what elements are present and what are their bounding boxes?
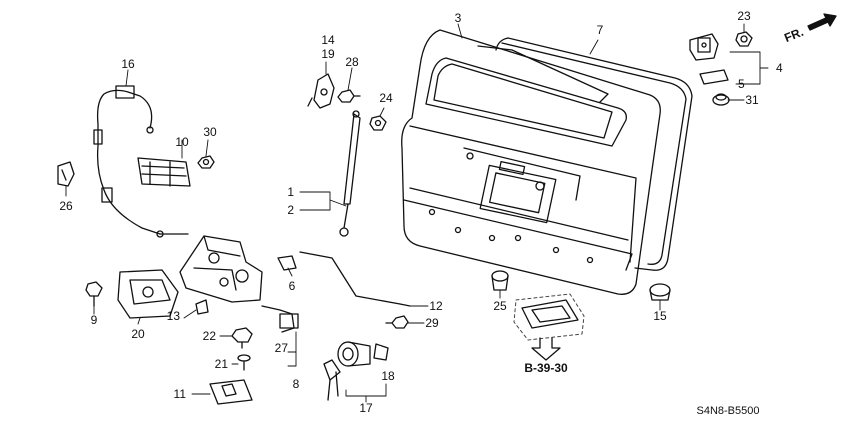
callout-31: 31 [745, 93, 759, 107]
tailgate-hinge [690, 34, 718, 60]
callout-25: 25 [493, 299, 507, 313]
release-rod [300, 252, 410, 306]
callout-10: 10 [175, 135, 189, 149]
reference-label: B-39-30 [524, 361, 568, 375]
callout-29: 29 [425, 316, 439, 330]
cylinder-clip-18 [374, 344, 388, 360]
socket-25 [492, 271, 508, 290]
callout-24: 24 [379, 91, 393, 105]
callout-16: 16 [121, 57, 135, 71]
release-cable [94, 86, 188, 237]
callout-27: 27 [275, 341, 289, 355]
callout-17: 17 [359, 401, 373, 415]
nut-30 [198, 156, 214, 168]
callout-9: 9 [91, 313, 98, 327]
callout-28: 28 [345, 55, 359, 69]
gas-strut [340, 111, 360, 236]
bolt-22 [232, 328, 252, 348]
tailgate-latch [180, 236, 262, 302]
callout-3: 3 [455, 11, 462, 25]
callout-6: 6 [289, 279, 296, 293]
latch-switch [262, 306, 298, 332]
hinge-nut-23 [736, 32, 752, 46]
front-direction-label: FR. [782, 25, 805, 45]
callout-13: 13 [167, 309, 181, 323]
open-handle [138, 158, 190, 186]
bolt-9 [86, 282, 102, 306]
screw-21 [238, 355, 250, 370]
striker [210, 380, 252, 404]
reference-arrow [531, 337, 561, 361]
bolt-29 [386, 316, 408, 328]
callout-14: 14 [321, 33, 335, 47]
callout-2: 2 [287, 203, 294, 217]
clip-13 [196, 300, 208, 314]
callout-5: 5 [738, 77, 745, 91]
license-lamp-assembly [514, 294, 584, 340]
leader-lines [65, 23, 769, 403]
rod-clip-6 [278, 256, 296, 270]
callout-1: 1 [287, 185, 294, 199]
license-light [650, 284, 670, 300]
callout-19: 19 [321, 47, 335, 61]
lock-cylinder [338, 342, 370, 366]
callout-8: 8 [293, 377, 300, 391]
tailgate-weatherstrip [496, 38, 692, 270]
callout-7: 7 [597, 23, 604, 37]
bolt-28 [338, 90, 360, 102]
diagram-code: S4N8-B5500 [697, 405, 760, 417]
callout-4: 4 [776, 61, 783, 75]
hinge-shim [700, 70, 728, 84]
callout-23: 23 [737, 9, 751, 23]
nut-24 [370, 116, 386, 130]
latch-cover [118, 270, 178, 318]
front-direction-arrow [807, 13, 837, 31]
grommet-31 [713, 94, 729, 105]
callout-26: 26 [59, 199, 73, 213]
strut-bracket [308, 74, 334, 108]
tailgate-panel [402, 30, 661, 294]
callout-15: 15 [653, 309, 667, 323]
callout-20: 20 [131, 327, 145, 341]
keys [324, 360, 340, 400]
callout-12: 12 [429, 299, 443, 313]
callout-18: 18 [381, 369, 395, 383]
callout-21: 21 [215, 357, 229, 371]
callout-22: 22 [203, 329, 217, 343]
callout-labels: 1 2 3 4 5 6 7 8 9 10 11 12 13 14 15 16 1… [59, 9, 805, 417]
callout-30: 30 [203, 125, 217, 139]
clip-26 [58, 162, 74, 186]
callout-11: 11 [174, 387, 187, 401]
